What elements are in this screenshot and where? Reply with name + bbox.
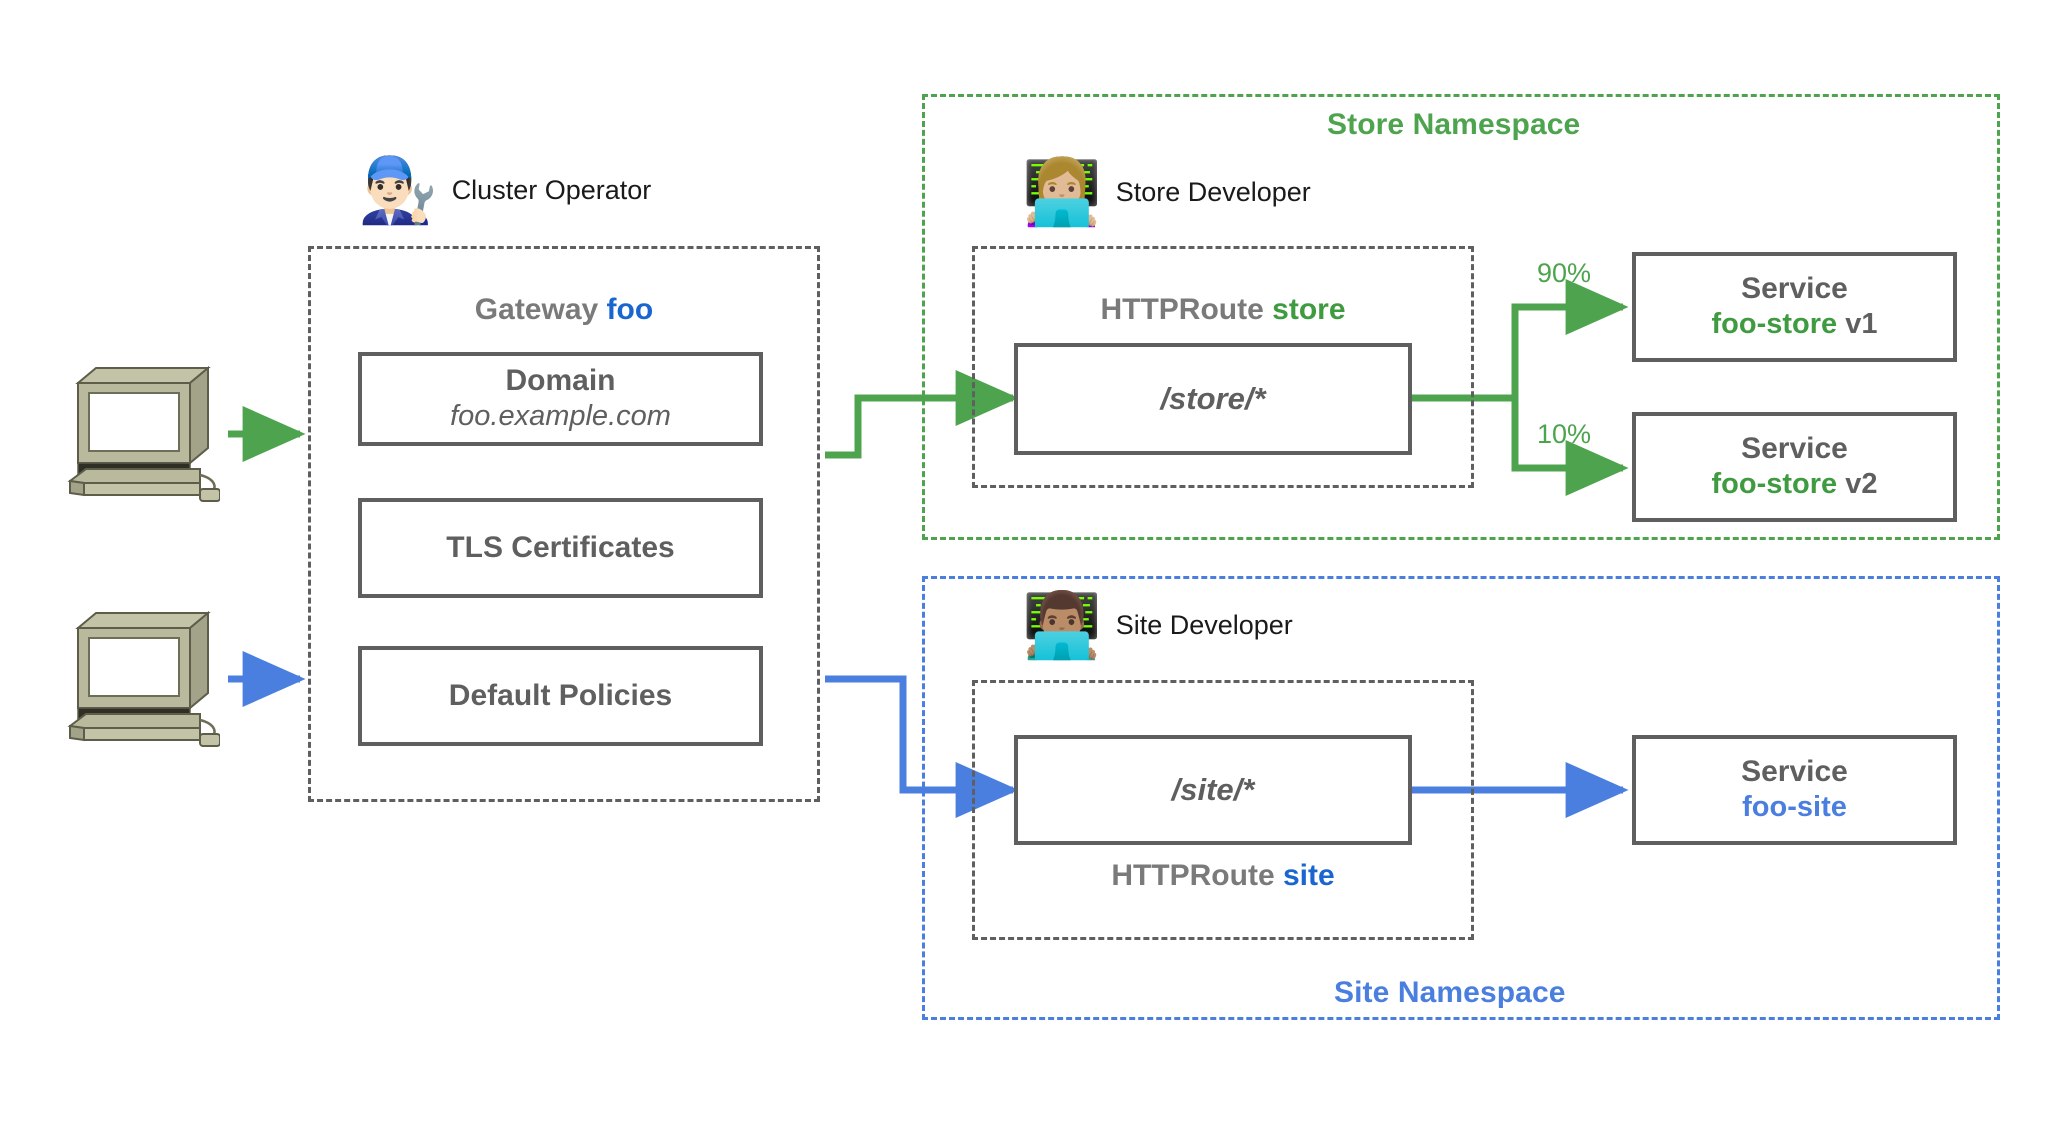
gateway-item-default-policies[interactable]: Default Policies: [358, 646, 763, 746]
service-foo-store-v2-kind: Service: [1741, 432, 1848, 466]
service-foo-store-v1-version: v1: [1845, 307, 1878, 340]
store-route-match-label: /store/*: [1160, 381, 1266, 416]
gateway-title-accent: foo: [606, 293, 654, 326]
service-foo-store-v2-version: v2: [1845, 467, 1878, 500]
store-httproute-group-box: [972, 246, 1474, 488]
site-namespace-label: Site Namespace: [1334, 976, 1566, 1009]
gateway-item-tls-certificates-label: TLS Certificates: [446, 530, 675, 564]
man-mechanic-emoji: 👨🏻‍🔧: [358, 154, 438, 226]
site-httproute-title-accent: site: [1282, 859, 1335, 892]
service-foo-store-v1-kind: Service: [1741, 272, 1848, 306]
store-backend-1-weight: 10%: [1537, 419, 1592, 449]
site-namespace-box: [922, 576, 2000, 1020]
service-foo-store-v1-name-row: foo-store v1: [1712, 307, 1878, 342]
service-foo-store-v2-name-row: foo-store v2: [1712, 467, 1878, 502]
persona-cluster-operator: 👨🏻‍🔧 Cluster Operator: [358, 158, 651, 222]
client-computer-bottom: [60, 608, 221, 758]
service-foo-site-kind: Service: [1741, 755, 1848, 789]
client-computer-top: [60, 363, 221, 513]
site-httproute-group-box: [972, 680, 1474, 940]
service-foo-store-v2-box[interactable]: Service foo-store v2: [1632, 412, 1957, 522]
site-httproute-title-prefix: HTTPRoute: [1111, 859, 1275, 892]
store-httproute-title-prefix: HTTPRoute: [1100, 293, 1264, 326]
store-httproute-title: HTTPRoute store: [972, 293, 1474, 327]
persona-store-developer-label: Store Developer: [1115, 177, 1311, 207]
store-namespace-box: [922, 94, 2000, 540]
site-route-match-box[interactable]: /site/*: [1014, 735, 1412, 845]
gateway-item-domain[interactable]: Domain foo.example.com: [358, 352, 763, 446]
service-foo-site-box[interactable]: Service foo-site: [1632, 735, 1957, 845]
service-foo-site-name: foo-site: [1742, 790, 1847, 823]
persona-cluster-operator-label: Cluster Operator: [451, 175, 652, 205]
gateway-item-domain-line1: Domain: [505, 364, 616, 398]
service-foo-store-v1-name: foo-store: [1711, 307, 1838, 340]
persona-site-developer-label: Site Developer: [1115, 610, 1293, 640]
store-backend-0-weight: 90%: [1537, 258, 1592, 288]
service-foo-store-v1-box[interactable]: Service foo-store v1: [1632, 252, 1957, 362]
gateway-group-box: [308, 246, 820, 802]
woman-technologist-emoji: 👩🏼‍💻: [1022, 156, 1102, 228]
man-technologist-emoji: 👨🏽‍💻: [1022, 589, 1102, 661]
gateway-item-domain-line2: foo.example.com: [450, 399, 671, 432]
service-foo-store-v2-name: foo-store: [1711, 467, 1838, 500]
persona-store-developer: 👩🏼‍💻 Store Developer: [1022, 160, 1311, 224]
persona-site-developer: 👨🏽‍💻 Site Developer: [1022, 593, 1293, 657]
gateway-title: Gateway foo: [308, 293, 820, 327]
site-httproute-title: HTTPRoute site: [972, 859, 1474, 893]
store-route-match-box[interactable]: /store/*: [1014, 343, 1412, 455]
gateway-title-prefix: Gateway: [474, 293, 599, 326]
store-httproute-title-accent: store: [1272, 293, 1346, 326]
gateway-item-tls-certificates[interactable]: TLS Certificates: [358, 498, 763, 598]
gateway-item-default-policies-label: Default Policies: [448, 678, 673, 712]
store-namespace-label: Store Namespace: [1327, 108, 1581, 141]
site-route-match-label: /site/*: [1171, 772, 1255, 807]
service-foo-site-name-row: foo-site: [1742, 790, 1847, 825]
